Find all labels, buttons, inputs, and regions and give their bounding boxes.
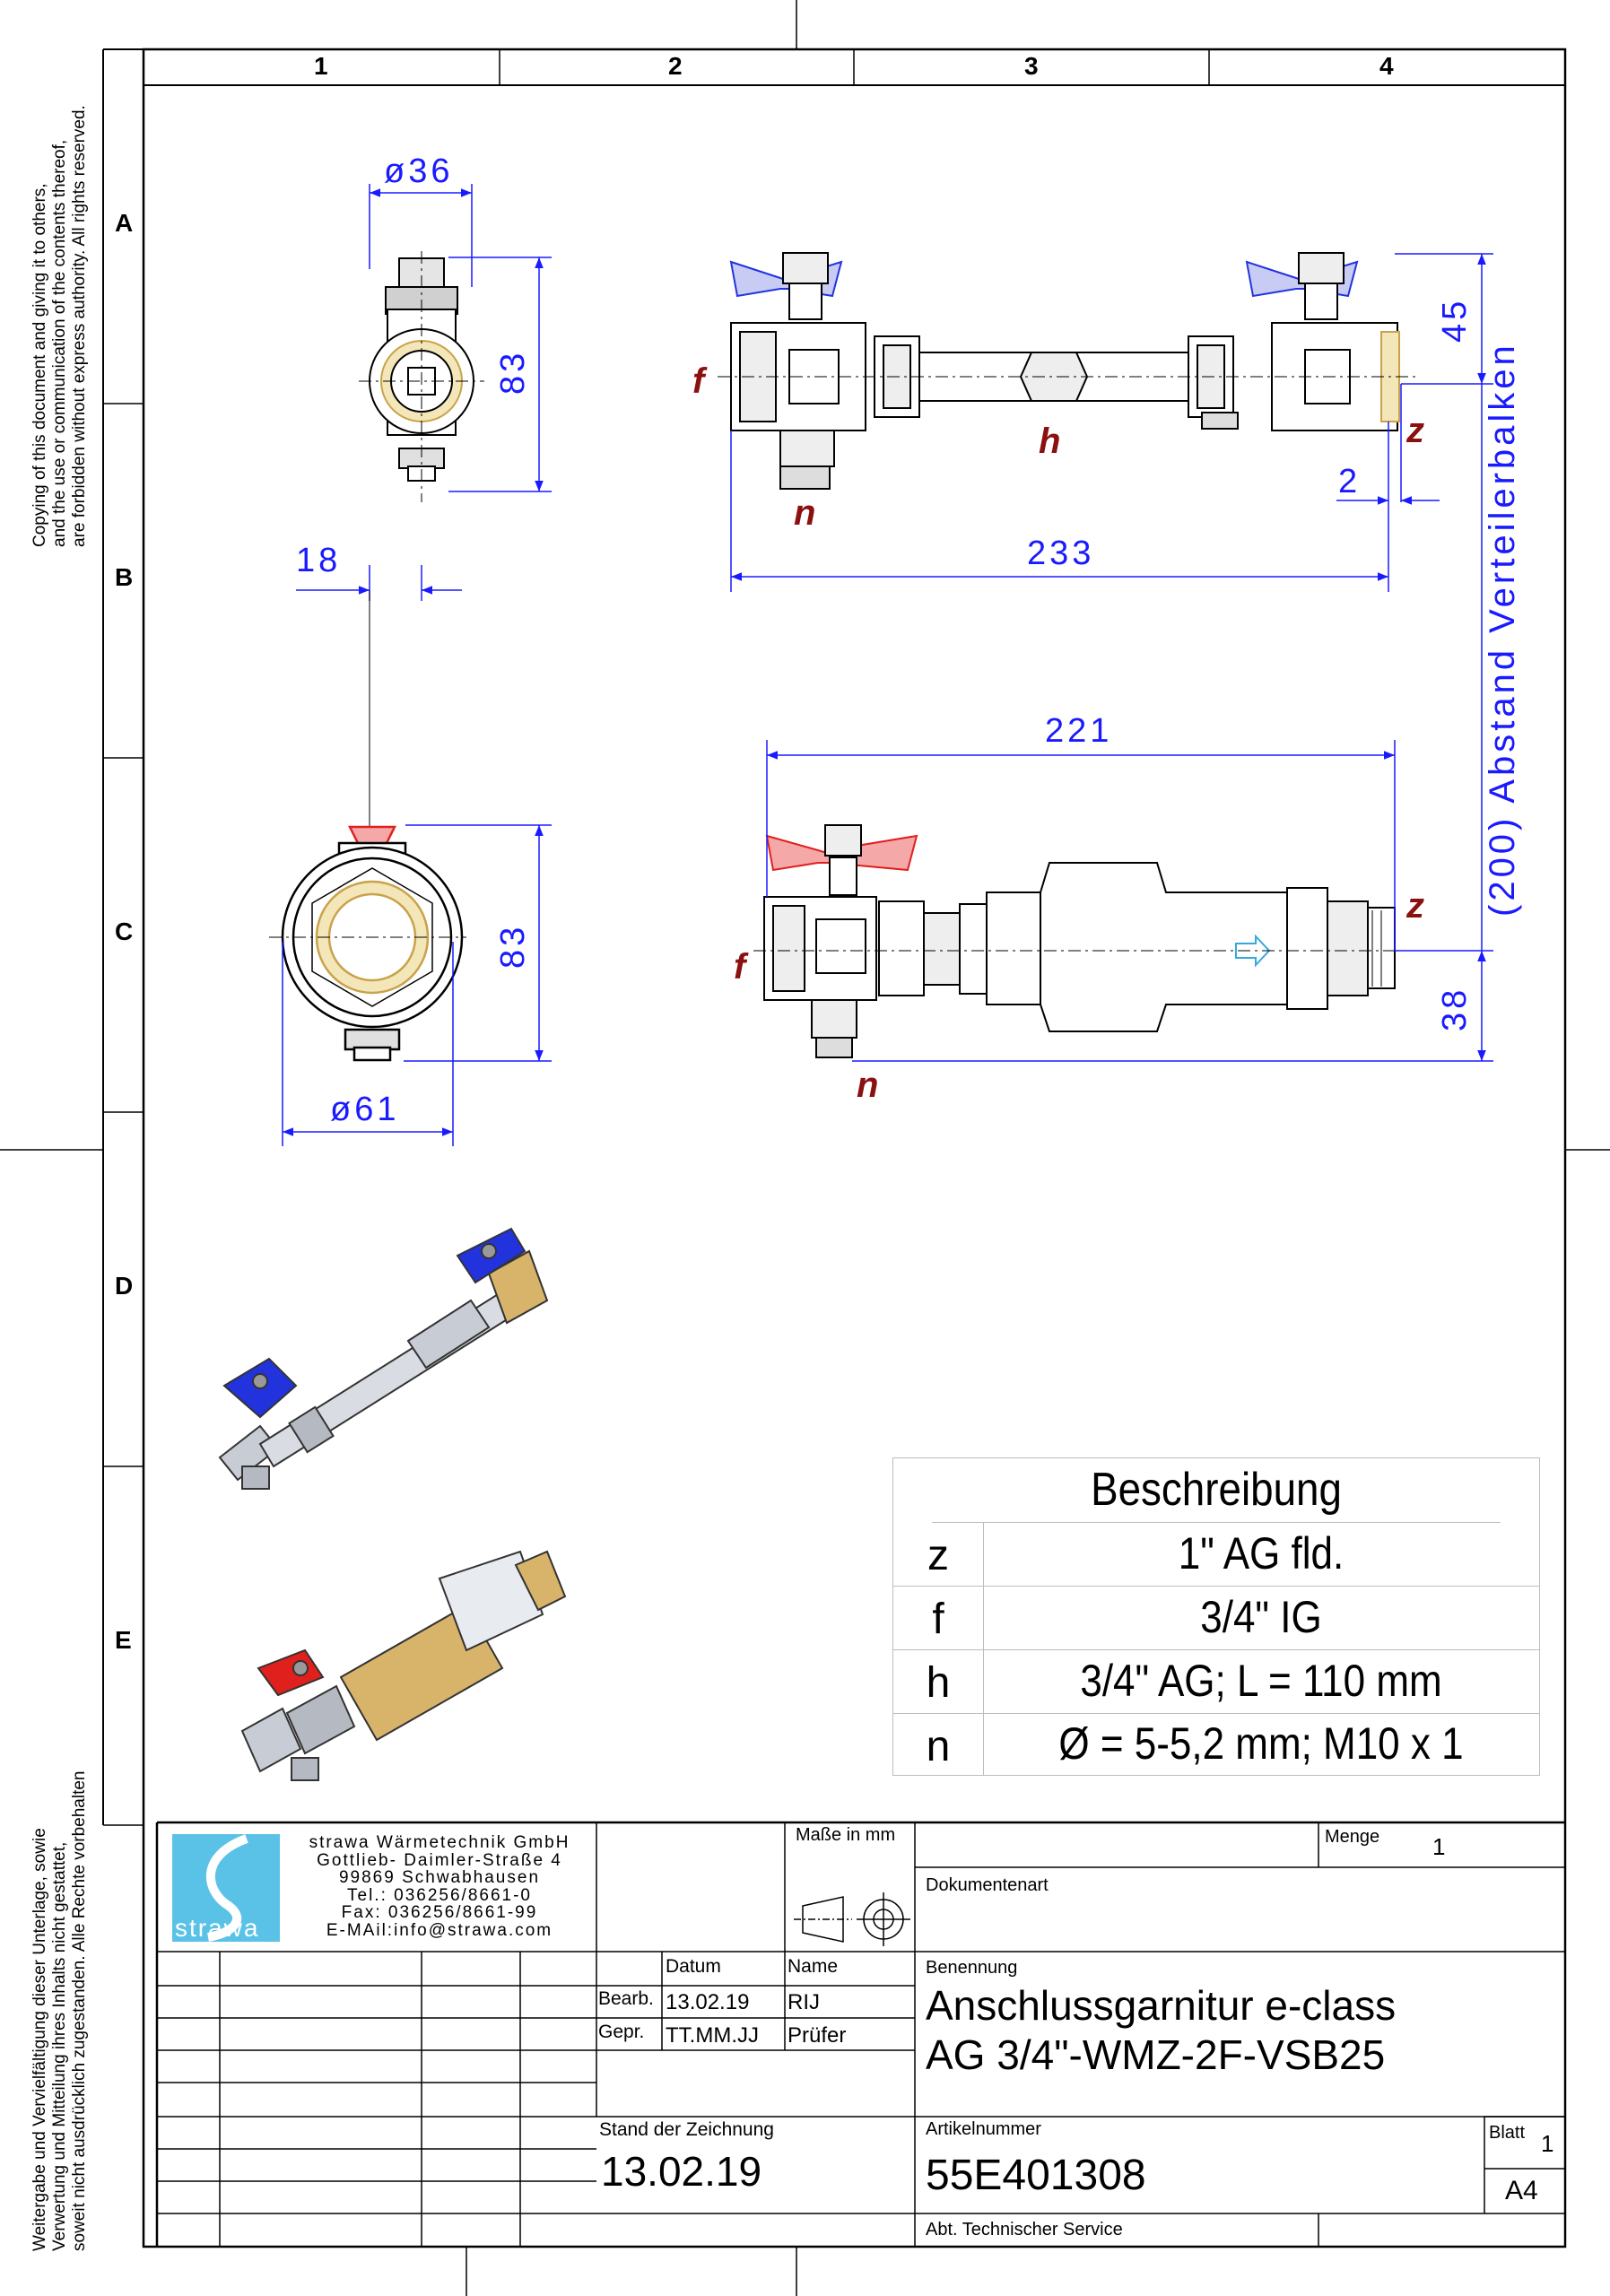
strawa-logo (172, 1834, 280, 1942)
description-row: h 3/4" AG; L = 110 mm (893, 1649, 1539, 1714)
dim-diameter-61: ø61 (330, 1091, 400, 1128)
blatt-label: Blatt (1489, 2123, 1526, 2143)
grid-col-1: 1 (314, 52, 328, 80)
menge-label: Menge (1325, 1827, 1380, 1847)
grid-row-d: D (115, 1272, 134, 1300)
gepr-label: Gepr. (598, 2022, 645, 2042)
description-title: Beschreibung (932, 1458, 1501, 1523)
description-row: f 3/4" IG (893, 1586, 1539, 1650)
callout-f-top: f (692, 361, 705, 401)
projection-symbol (794, 1892, 910, 1946)
callout-f-bottom: f (734, 947, 746, 987)
name-label: Name (788, 1956, 839, 1977)
grid-col-2: 2 (668, 52, 683, 80)
description-table: Beschreibung z 1" AG fld. f 3/4" IG h 3/… (892, 1457, 1540, 1776)
benennung-label: Benennung (926, 1958, 1018, 1978)
dim-offset-2: 2 (1338, 463, 1358, 500)
dim-length-221: 221 (1045, 712, 1113, 750)
bearb-name: RIJ (788, 1990, 820, 2014)
callout-n-top: n (794, 493, 816, 533)
grid-row-b: B (115, 563, 134, 591)
format-value: A4 (1505, 2176, 1538, 2205)
gepr-date: TT.MM.JJ (666, 2023, 759, 2048)
artikel-label: Artikelnummer (926, 2119, 1041, 2139)
drawing-title-line2: AG 3/4"-WMZ-2F-VSB25 (926, 2031, 1386, 2078)
drawing-title-line1: Anschlussgarnitur e-class (926, 1982, 1397, 2029)
front-view-top (718, 252, 1417, 490)
dokumentenart-label: Dokumentenart (926, 1875, 1049, 1895)
dim-offset-18: 18 (296, 542, 342, 579)
isometric-view-red (240, 1550, 567, 1781)
company-address: strawa Wärmetechnik GmbH Gottlieb- Daiml… (309, 1833, 570, 1940)
stand-value: 13.02.19 (601, 2148, 762, 2195)
callout-z-bottom: z (1406, 886, 1424, 926)
blatt-value: 1 (1541, 2130, 1554, 2157)
grid-col-3: 3 (1024, 52, 1039, 80)
callout-z-top: z (1406, 411, 1424, 450)
description-row: z 1" AG fld. (893, 1522, 1539, 1587)
grid-col-4: 4 (1379, 52, 1394, 80)
stand-label: Stand der Zeichnung (599, 2119, 774, 2140)
side-view-bottom (269, 825, 466, 1062)
dim-diameter-36: ø36 (384, 152, 454, 190)
grid-row-e: E (115, 1626, 132, 1654)
callout-h: h (1039, 422, 1061, 461)
datum-label: Datum (666, 1956, 721, 1977)
menge-value: 1 (1432, 1833, 1446, 1860)
department-label: Abt. Technischer Service (926, 2220, 1123, 2239)
artikel-value: 55E401308 (926, 2152, 1146, 2199)
dim-length-233: 233 (1027, 535, 1095, 572)
side-view-top (359, 251, 484, 502)
grid-row-a: A (115, 209, 134, 237)
bearb-label: Bearb. (598, 1988, 654, 2009)
units-label: Maße in mm (796, 1825, 896, 1845)
logo-text: strawa (175, 1914, 260, 1942)
description-row: n Ø = 5-5,2 mm; M10 x 1 (893, 1713, 1539, 1775)
callout-n-bottom: n (857, 1065, 879, 1105)
grid-row-c: C (115, 918, 134, 945)
bearb-date: 13.02.19 (666, 1990, 750, 2014)
gepr-name: Prüfer (788, 2023, 847, 2048)
front-view-bottom (753, 824, 1417, 1058)
isometric-view-blue (218, 1227, 549, 1490)
